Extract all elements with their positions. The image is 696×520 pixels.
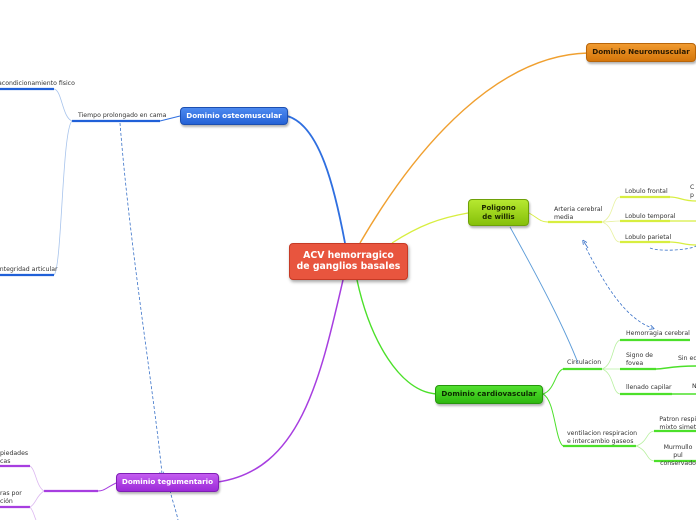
branch-neuromuscular xyxy=(359,52,589,244)
link-poligono-circulacion xyxy=(509,226,579,364)
subtopic-lobulo-frontal-child[interactable]: C p xyxy=(690,184,695,200)
topic-dominio-cardiovascular[interactable]: Dominio cardiovascular xyxy=(435,385,543,404)
branch-tegumentario xyxy=(217,279,344,483)
subtopic-lobulo-frontal[interactable]: Lobulo frontal xyxy=(625,188,668,195)
dashed-link-arteria-hemorragia xyxy=(585,247,652,328)
central-topic-node[interactable]: ACV hemorragico de ganglios basales xyxy=(289,243,408,280)
subtopic-circulacion[interactable]: Circulacion xyxy=(567,359,602,366)
subtopic-acondicionamiento-fisico[interactable]: acondicionamiento fisico xyxy=(0,80,75,87)
dashed-link-osteo-tegu xyxy=(119,122,162,474)
topic-dominio-tegumentario[interactable]: Dominio tegumentario xyxy=(116,473,219,492)
subtopic-hemorragia-cerebral[interactable]: Hemorragia cerebral xyxy=(626,330,690,337)
subtopic-patron-respiratorio[interactable]: Patron respir mixto simetr xyxy=(659,416,696,432)
topic-dominio-neuromuscular[interactable]: Dominio Neuromuscular xyxy=(586,43,696,62)
subtopic-tiempo-prolongado-en-cama[interactable]: Tiempo prolongado en cama xyxy=(78,112,167,119)
subtopic-propiedades[interactable]: piedades cas xyxy=(0,450,29,466)
subtopic-llenado-capilar[interactable]: llenado capilar xyxy=(626,384,672,391)
topic-poligono-de-willis[interactable]: Poligono de willis xyxy=(468,199,529,226)
subtopic-lobulo-parietal[interactable]: Lobulo parietal xyxy=(625,234,672,241)
subtopic-integridad-articular[interactable]: integridad articular xyxy=(0,266,58,273)
subtopic-murmullo-pulmonar[interactable]: Murmullo pul conservado xyxy=(660,444,696,468)
branch-cardiovascular xyxy=(356,279,438,395)
subtopic-signo-de-fovea[interactable]: Signo de fovea xyxy=(626,352,653,368)
subtopic-llenado-capilar-child[interactable]: N xyxy=(692,383,696,390)
subtopic-lobulo-temporal[interactable]: Lobulo temporal xyxy=(625,213,676,220)
subtopic-ventilacion-respiracion[interactable]: ventilacion respiracion e intercambio ga… xyxy=(567,430,638,446)
branch-poligono xyxy=(391,212,469,244)
subtopic-lesiones-por-presion[interactable]: ras por ción xyxy=(0,490,22,506)
subtopic-sin-edema[interactable]: Sin ed xyxy=(678,355,696,362)
topic-dominio-osteomuscular[interactable]: Dominio osteomuscular xyxy=(180,107,288,125)
subtopic-arteria-cerebral-media[interactable]: Arteria cerebral media xyxy=(554,206,603,222)
branch-osteomuscular xyxy=(286,115,346,244)
